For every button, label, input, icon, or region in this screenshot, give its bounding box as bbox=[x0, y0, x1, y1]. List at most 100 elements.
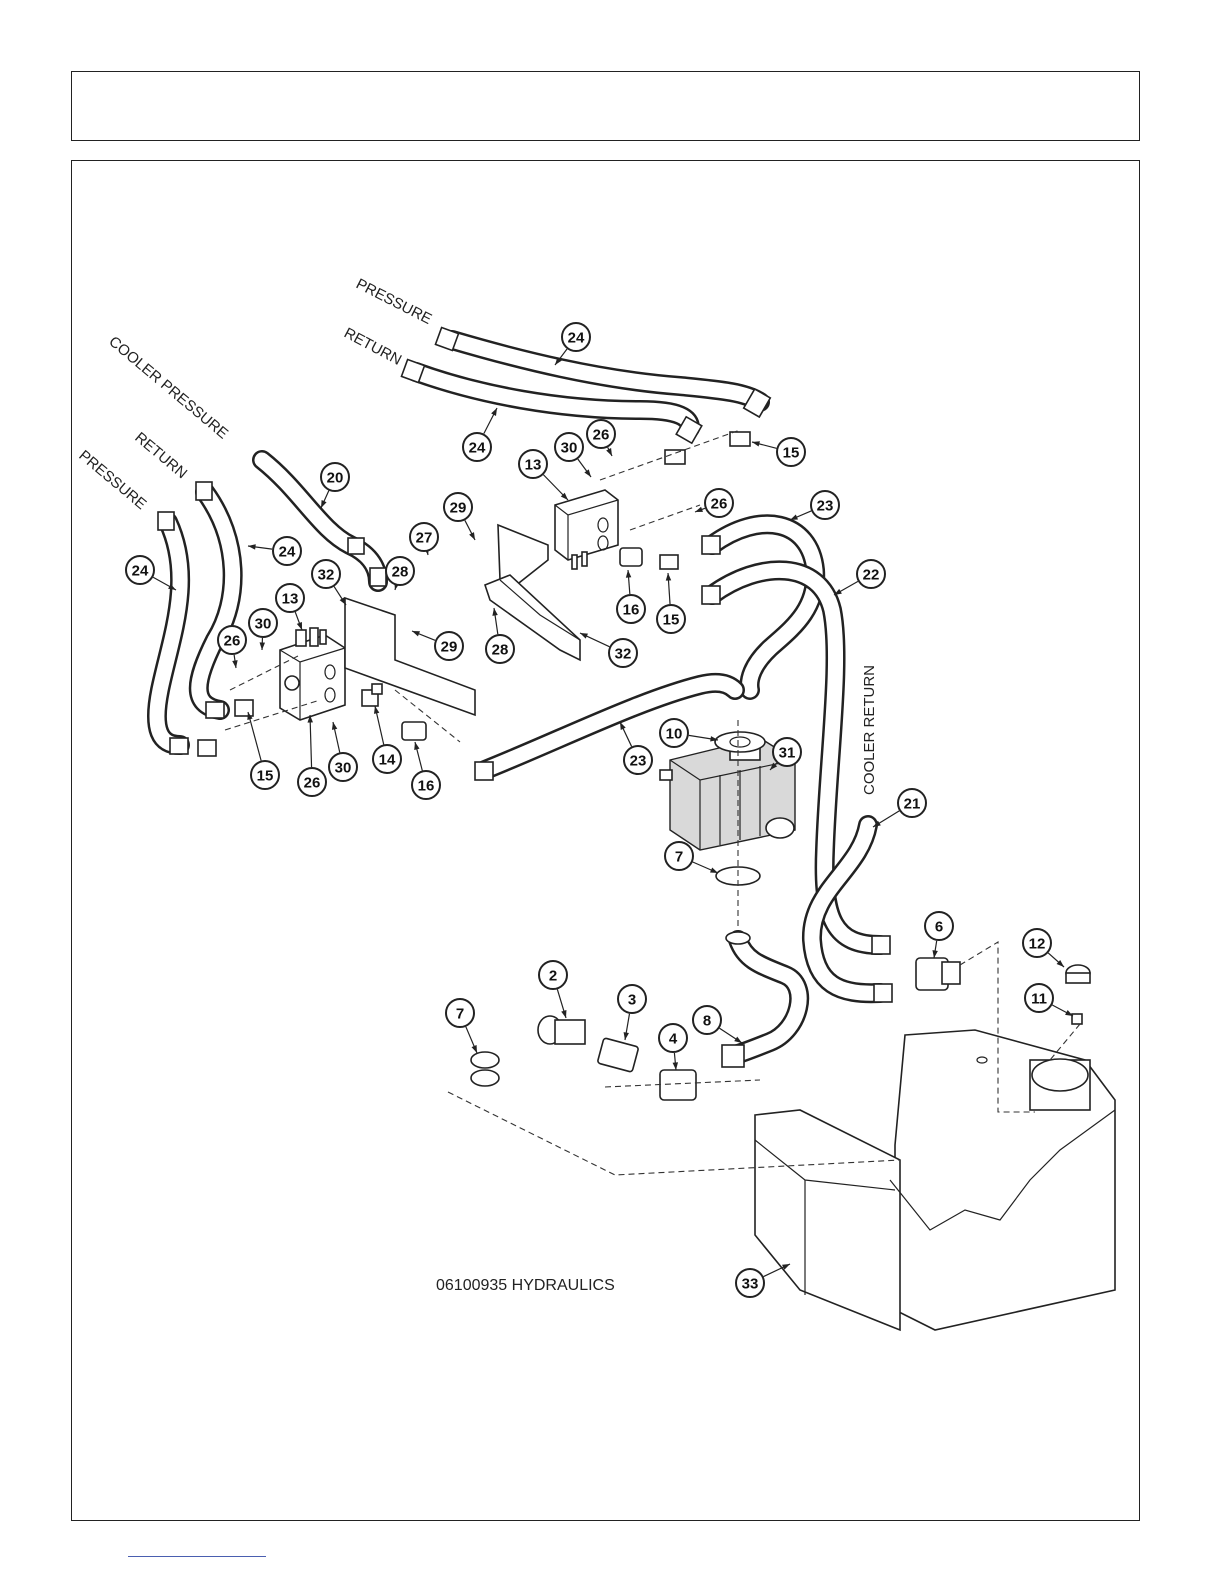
callout-26: 26 bbox=[298, 715, 326, 796]
callout-number: 7 bbox=[675, 849, 683, 866]
callout-number: 13 bbox=[525, 457, 542, 474]
seal-9 bbox=[726, 932, 750, 944]
callout-number: 24 bbox=[568, 330, 585, 347]
coupler-3 bbox=[597, 1038, 639, 1072]
callout-arrowhead bbox=[412, 631, 420, 636]
callout-30: 30 bbox=[329, 722, 357, 781]
callout-arrowhead bbox=[752, 441, 760, 446]
callout-arrowhead bbox=[1065, 1010, 1073, 1016]
callout-29: 29 bbox=[444, 493, 475, 540]
callout-26: 26 bbox=[587, 420, 615, 456]
callout-number: 29 bbox=[441, 639, 458, 656]
callout-number: 32 bbox=[318, 567, 335, 584]
callout-arrowhead bbox=[248, 544, 256, 549]
callout-arrowhead bbox=[414, 742, 419, 750]
callout-number: 29 bbox=[450, 500, 467, 517]
callout-21: 21 bbox=[873, 789, 926, 827]
callout-number: 11 bbox=[1031, 991, 1047, 1008]
callout-number: 21 bbox=[904, 796, 921, 813]
callout-number: 28 bbox=[492, 642, 509, 659]
callout-arrowhead bbox=[297, 622, 302, 630]
valve-block-13-lower bbox=[280, 628, 345, 720]
callout-number: 12 bbox=[1029, 936, 1046, 953]
callout-arrowhead bbox=[469, 532, 475, 540]
label-cooler-pressure: COOLER PRESSURE bbox=[105, 333, 231, 442]
flange-7-lower bbox=[471, 1052, 499, 1086]
callout-arrowhead bbox=[666, 573, 671, 581]
hose-24-left-pressure bbox=[157, 512, 188, 754]
callout-23: 23 bbox=[620, 722, 652, 774]
tank-33 bbox=[755, 1030, 1115, 1330]
callout-26: 26 bbox=[695, 489, 733, 517]
callout-number: 16 bbox=[418, 778, 435, 795]
callout-8: 8 bbox=[693, 1006, 742, 1043]
elbow-4 bbox=[660, 1070, 696, 1100]
footer-link-underline[interactable] bbox=[128, 1556, 266, 1557]
callout-arrowhead bbox=[734, 1037, 742, 1043]
callout-27: 27 bbox=[410, 523, 438, 555]
callout-number: 32 bbox=[615, 646, 632, 663]
callout-28: 28 bbox=[386, 557, 414, 590]
callout-arrowhead bbox=[492, 608, 497, 616]
callout-number: 4 bbox=[669, 1031, 678, 1048]
label-pressure-top: PRESSURE bbox=[353, 275, 434, 328]
fitting-11 bbox=[1072, 1014, 1082, 1024]
callout-2: 2 bbox=[539, 961, 567, 1018]
fitting-16-upper bbox=[620, 548, 642, 566]
callout-arrowhead bbox=[321, 500, 327, 508]
hose-24-left-return bbox=[196, 482, 233, 718]
callout-number: 33 bbox=[742, 1276, 759, 1293]
callout-16: 16 bbox=[617, 570, 645, 623]
callout-29: 29 bbox=[412, 631, 463, 660]
diagram-caption: 06100935 HYDRAULICS bbox=[436, 1277, 615, 1294]
callout-32: 32 bbox=[312, 560, 346, 605]
elbow-2 bbox=[538, 1016, 585, 1044]
callout-32: 32 bbox=[580, 633, 637, 667]
callout-number: 7 bbox=[456, 1006, 464, 1023]
fitting-14 bbox=[362, 684, 382, 706]
callout-4: 4 bbox=[659, 1024, 687, 1070]
callout-arrowhead bbox=[561, 1010, 566, 1018]
fitting-16-lower bbox=[402, 722, 426, 740]
callout-31: 31 bbox=[770, 738, 801, 770]
callout-number: 26 bbox=[304, 775, 321, 792]
callout-number: 26 bbox=[224, 633, 241, 650]
callout-number: 31 bbox=[779, 745, 796, 762]
callout-14: 14 bbox=[373, 706, 401, 773]
callout-24: 24 bbox=[126, 556, 176, 590]
callout-15: 15 bbox=[657, 573, 685, 633]
hose-8-suction bbox=[722, 940, 799, 1067]
callout-arrowhead bbox=[580, 633, 588, 639]
callout-13: 13 bbox=[276, 584, 304, 630]
callout-arrowhead bbox=[620, 722, 626, 730]
callout-number: 15 bbox=[783, 445, 800, 462]
label-return-top: RETURN bbox=[341, 325, 404, 369]
callout-arrowhead bbox=[624, 1032, 629, 1040]
hose-23-upper bbox=[702, 524, 815, 690]
callout-number: 8 bbox=[703, 1013, 711, 1030]
callout-number: 30 bbox=[335, 760, 352, 777]
callout-leader bbox=[310, 715, 312, 767]
callout-3: 3 bbox=[618, 985, 646, 1040]
callout-number: 24 bbox=[132, 563, 149, 580]
callout-12: 12 bbox=[1023, 929, 1064, 967]
callout-arrowhead bbox=[260, 642, 265, 650]
callout-20: 20 bbox=[321, 463, 349, 508]
callout-6: 6 bbox=[925, 912, 953, 958]
callout-number: 24 bbox=[469, 440, 486, 457]
callout-28: 28 bbox=[486, 608, 514, 663]
fitting-6 bbox=[916, 958, 960, 990]
callout-30: 30 bbox=[249, 609, 277, 650]
label-return-left: RETURN bbox=[131, 429, 190, 482]
callout-number: 3 bbox=[628, 992, 636, 1009]
callout-number: 30 bbox=[561, 440, 578, 457]
callout-24: 24 bbox=[555, 323, 590, 365]
callout-arrowhead bbox=[472, 1045, 477, 1053]
label-pressure-left: PRESSURE bbox=[75, 447, 149, 513]
callout-arrowhead bbox=[232, 660, 237, 668]
valve-block-13-upper bbox=[555, 490, 618, 569]
callout-arrowhead bbox=[932, 950, 937, 958]
callout-number: 16 bbox=[623, 602, 640, 619]
callout-number: 10 bbox=[666, 726, 683, 743]
